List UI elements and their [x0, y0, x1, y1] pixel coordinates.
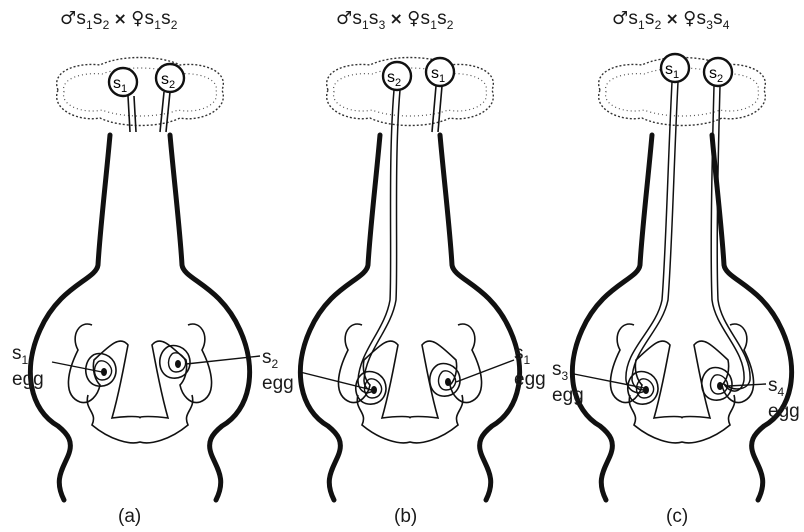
pollen-tube-long	[626, 82, 672, 393]
panel-label-a: (a)	[118, 506, 141, 528]
panel-label-c: (c)	[666, 506, 688, 528]
panel-label-b: (b)	[394, 506, 417, 528]
egg-pointer	[574, 374, 644, 388]
pistil-outline	[300, 135, 519, 500]
pollen-tube-long	[358, 90, 394, 393]
egg-pointer	[728, 384, 766, 386]
pollen-tube-short	[128, 96, 136, 132]
pistil-b: s2 s1	[300, 58, 520, 501]
pistil-a: s1 s2	[30, 58, 260, 501]
pollen-tube-short	[432, 86, 442, 132]
stigma	[327, 58, 494, 126]
egg-pointer	[456, 360, 514, 382]
pistil-c: s1 s2	[572, 54, 791, 500]
stigma	[57, 58, 224, 126]
pistil-outline	[572, 135, 791, 500]
ovule-right	[702, 368, 732, 401]
pollen-tube-short	[160, 92, 170, 132]
pistil-outline	[30, 135, 249, 500]
ovule-right	[430, 364, 460, 397]
